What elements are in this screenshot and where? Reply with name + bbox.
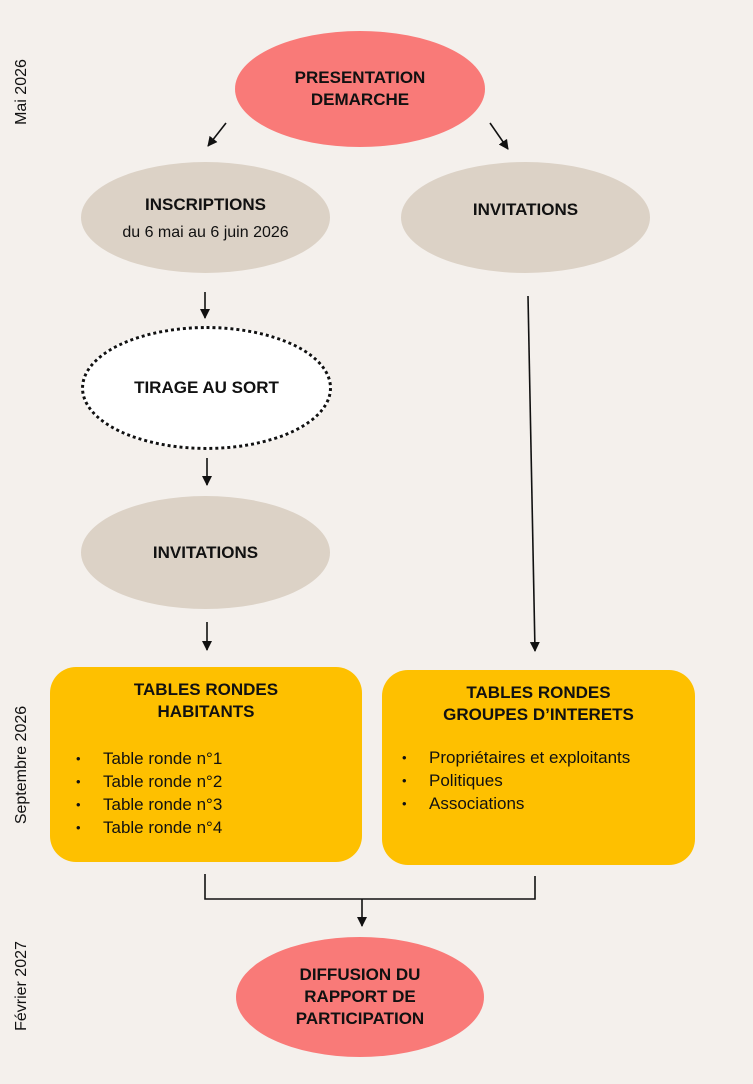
arrow-invitations-to-tables-groupes	[527, 295, 540, 652]
presentation-line1: PRESENTATION	[294, 68, 426, 87]
invitations-left-title: INVITATIONS	[152, 542, 259, 562]
list-item: Table ronde n°4	[76, 816, 362, 839]
list-item: Table ronde n°1	[76, 747, 362, 770]
tables-groupes-list: Propriétaires et exploitants Politiques …	[402, 746, 695, 815]
tables-groupes-line2: GROUPES D’INTERETS	[443, 705, 634, 724]
diffusion-rapport-node: DIFFUSION DU RAPPORT DE PARTICIPATION	[236, 937, 484, 1057]
arrow-presentation-to-inscriptions	[207, 122, 227, 147]
inscriptions-dates: du 6 mai au 6 juin 2026	[122, 223, 289, 241]
merge-connector	[204, 874, 536, 900]
tables-habitants-list: Table ronde n°1 Table ronde n°2 Table ro…	[76, 747, 362, 839]
tables-groupes-line1: TABLES RONDES	[466, 683, 611, 702]
tables-habitants-line1: TABLES RONDES	[133, 680, 279, 699]
list-item: Table ronde n°3	[76, 793, 362, 816]
inscriptions-node: INSCRIPTIONS du 6 mai au 6 juin 2026	[81, 162, 330, 273]
presentation-demarche-node: PRESENTATION DEMARCHE	[235, 31, 485, 147]
diffusion-line1: DIFFUSION DU	[299, 965, 421, 984]
arrow-presentation-to-invitations	[489, 122, 509, 150]
tirage-title: TIRAGE AU SORT	[134, 378, 279, 397]
diffusion-line2: RAPPORT DE	[304, 987, 416, 1006]
tables-habitants-line2: HABITANTS	[157, 702, 255, 721]
tirage-au-sort-node: TIRAGE AU SORT	[81, 326, 332, 450]
list-item: Politiques	[402, 769, 695, 792]
diffusion-line3: PARTICIPATION	[295, 1009, 425, 1028]
tables-rondes-habitants-box: TABLES RONDES HABITANTS Table ronde n°1 …	[50, 667, 362, 862]
list-item: Propriétaires et exploitants	[402, 746, 695, 769]
invitations-left-node: INVITATIONS	[81, 496, 330, 609]
list-item: Table ronde n°2	[76, 770, 362, 793]
tables-rondes-groupes-box: TABLES RONDES GROUPES D’INTERETS Proprié…	[382, 670, 695, 865]
list-item: Associations	[402, 792, 695, 815]
invitations-right-title: INVITATIONS	[472, 200, 579, 219]
inscriptions-title: INSCRIPTIONS	[145, 194, 266, 214]
invitations-right-node: INVITATIONS	[401, 162, 650, 273]
presentation-line2: DEMARCHE	[310, 90, 410, 109]
